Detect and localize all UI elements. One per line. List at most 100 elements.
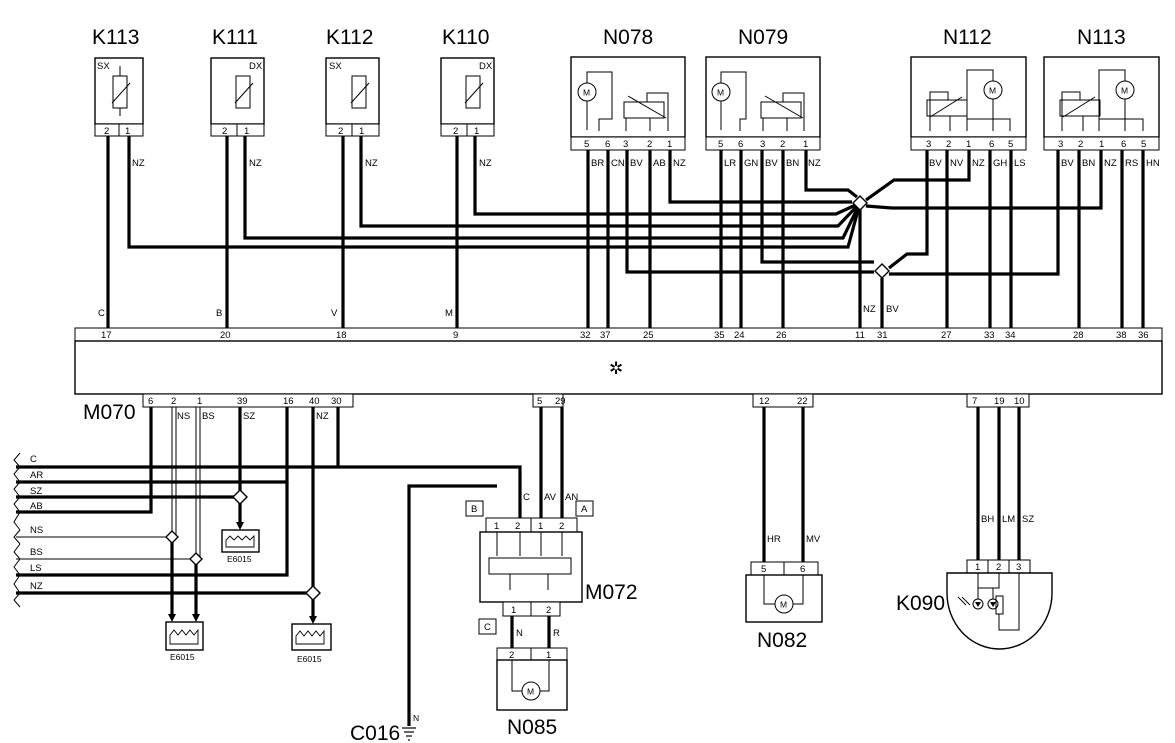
component-n078[interactable]: N078 M xyxy=(570,26,686,151)
wire-label: AV xyxy=(544,492,557,503)
n078-pin: 5 xyxy=(584,139,589,150)
m070-pin: 34 xyxy=(1005,330,1016,341)
n112-label: N112 xyxy=(943,26,992,49)
wire-label: B xyxy=(216,308,222,319)
harness-label: SZ xyxy=(30,486,42,497)
wire-label: BH xyxy=(981,514,994,525)
n112-pin: 3 xyxy=(926,139,931,150)
wire-label: NZ xyxy=(249,158,262,169)
component-n079[interactable]: N079 M xyxy=(705,26,821,151)
m070-top-pin-numbers: 17 20 18 9 32 37 25 35 24 26 11 31 27 33… xyxy=(101,330,1149,341)
k112-variable-arrow-icon xyxy=(350,82,370,104)
n085-pin-row xyxy=(496,647,568,661)
component-k113[interactable]: K113 SX 2 1 xyxy=(92,26,144,137)
component-k090[interactable]: BH LM SZ 1 2 3 K090 xyxy=(896,407,1053,650)
k111-body xyxy=(210,57,265,125)
component-n112[interactable]: N112 M xyxy=(910,26,1027,151)
wire-label: GN xyxy=(744,158,758,169)
harness-label: LS xyxy=(30,563,42,574)
k113-variable-arrow-icon xyxy=(111,82,131,104)
component-k110[interactable]: K110 DX 2 1 xyxy=(440,26,495,137)
m072-label: M072 xyxy=(585,581,638,604)
k112-tag: SX xyxy=(329,61,342,72)
component-n085[interactable]: N R 2 1 M N085 xyxy=(496,616,568,739)
wire-label: R xyxy=(553,628,560,639)
k113-pin: 2 xyxy=(104,126,109,137)
wire-label: NZ xyxy=(1104,158,1117,169)
m070-pin: 30 xyxy=(331,396,342,407)
n079-label: N079 xyxy=(738,26,788,49)
n113-body xyxy=(1043,56,1160,138)
n085-motor-letter: M xyxy=(527,687,534,697)
n079-motor-letter: M xyxy=(717,88,724,98)
wire-label: BV xyxy=(929,158,942,169)
m070-pin: 37 xyxy=(600,330,611,341)
m070-pin: 31 xyxy=(877,330,888,341)
component-m070[interactable]: ✲ M070 xyxy=(74,327,1163,424)
harness-label: AB xyxy=(30,501,43,512)
connector-a-tag xyxy=(575,500,594,517)
wire-label: NZ xyxy=(808,158,821,169)
wire-label: C xyxy=(98,308,105,319)
wire-label: HN xyxy=(1146,158,1160,169)
k112-resistor-icon xyxy=(351,75,367,109)
wire-label: AN xyxy=(565,492,578,503)
actuator-pin-numbers: 5 6 3 2 1 5 6 3 2 1 3 2 1 6 5 3 2 1 6 5 xyxy=(584,139,1146,150)
e6015-block[interactable]: E6015 xyxy=(221,529,260,564)
n085-body xyxy=(496,659,568,711)
top-wires xyxy=(106,136,1145,328)
m070-pin: 9 xyxy=(453,330,458,341)
n078-potentiometer-icon xyxy=(623,101,665,119)
k110-tag: DX xyxy=(479,61,493,72)
k090-body xyxy=(946,572,1053,650)
c016-label: C016 xyxy=(350,722,400,743)
k111-pin: 2 xyxy=(222,126,227,137)
m070-pin: 33 xyxy=(984,330,995,341)
wire-label: BN xyxy=(786,158,799,169)
k110-variable-arrow-icon xyxy=(464,82,484,104)
component-m072[interactable]: C AV AN B A 1 2 1 2 M072 1 2 C xyxy=(465,407,638,635)
wire-label: CN xyxy=(611,158,625,169)
m070-pin: 7 xyxy=(972,396,977,407)
component-c016[interactable]: N C016 xyxy=(350,484,497,743)
n113-pin: 5 xyxy=(1141,139,1146,150)
connector-b-letter: B xyxy=(471,504,477,515)
component-k112[interactable]: K112 SX 2 1 xyxy=(325,26,380,137)
n113-pin: 3 xyxy=(1058,139,1063,150)
component-k111[interactable]: K111 DX 2 1 xyxy=(210,26,265,137)
n078-motor-letter: M xyxy=(583,88,590,98)
k090-pin: 1 xyxy=(975,562,980,573)
e6015-block[interactable]: E6015 xyxy=(291,623,332,664)
k110-body xyxy=(440,57,495,125)
n079-pin: 1 xyxy=(803,139,808,150)
e6015-label: E6015 xyxy=(227,554,252,564)
n082-body xyxy=(745,574,823,623)
wire-label: NZ xyxy=(863,304,876,315)
k112-pin: 2 xyxy=(338,126,343,137)
k110-label: K110 xyxy=(442,26,490,49)
n082-pin: 5 xyxy=(761,564,766,575)
k110-resistor-icon xyxy=(465,75,481,109)
harness-label: NS xyxy=(30,525,43,536)
wire-label: BS xyxy=(202,411,215,422)
component-n082[interactable]: HR MV 5 6 M N082 xyxy=(745,407,823,652)
ground-icon xyxy=(402,727,416,741)
n112-body xyxy=(910,56,1027,138)
harness-label: NZ xyxy=(30,581,43,592)
wire-label: HR xyxy=(767,534,781,545)
connector-a-letter: A xyxy=(581,504,588,515)
m070-pin: 1 xyxy=(197,396,202,407)
e6015-block[interactable]: E6015 xyxy=(165,621,204,662)
k090-resistor-icon xyxy=(995,595,1004,615)
n113-pin: 6 xyxy=(1121,139,1126,150)
n112-pin: 2 xyxy=(946,139,951,150)
n082-motor-letter: M xyxy=(780,600,787,610)
component-n113[interactable]: N113 M xyxy=(1043,26,1160,151)
wire-label: LR xyxy=(724,158,736,169)
wire-label: AB xyxy=(653,158,666,169)
n078-pin: 2 xyxy=(647,139,652,150)
m070-pin: 35 xyxy=(714,330,725,341)
m072-pin: 1 xyxy=(538,521,543,532)
m070-pin: 38 xyxy=(1116,330,1127,341)
